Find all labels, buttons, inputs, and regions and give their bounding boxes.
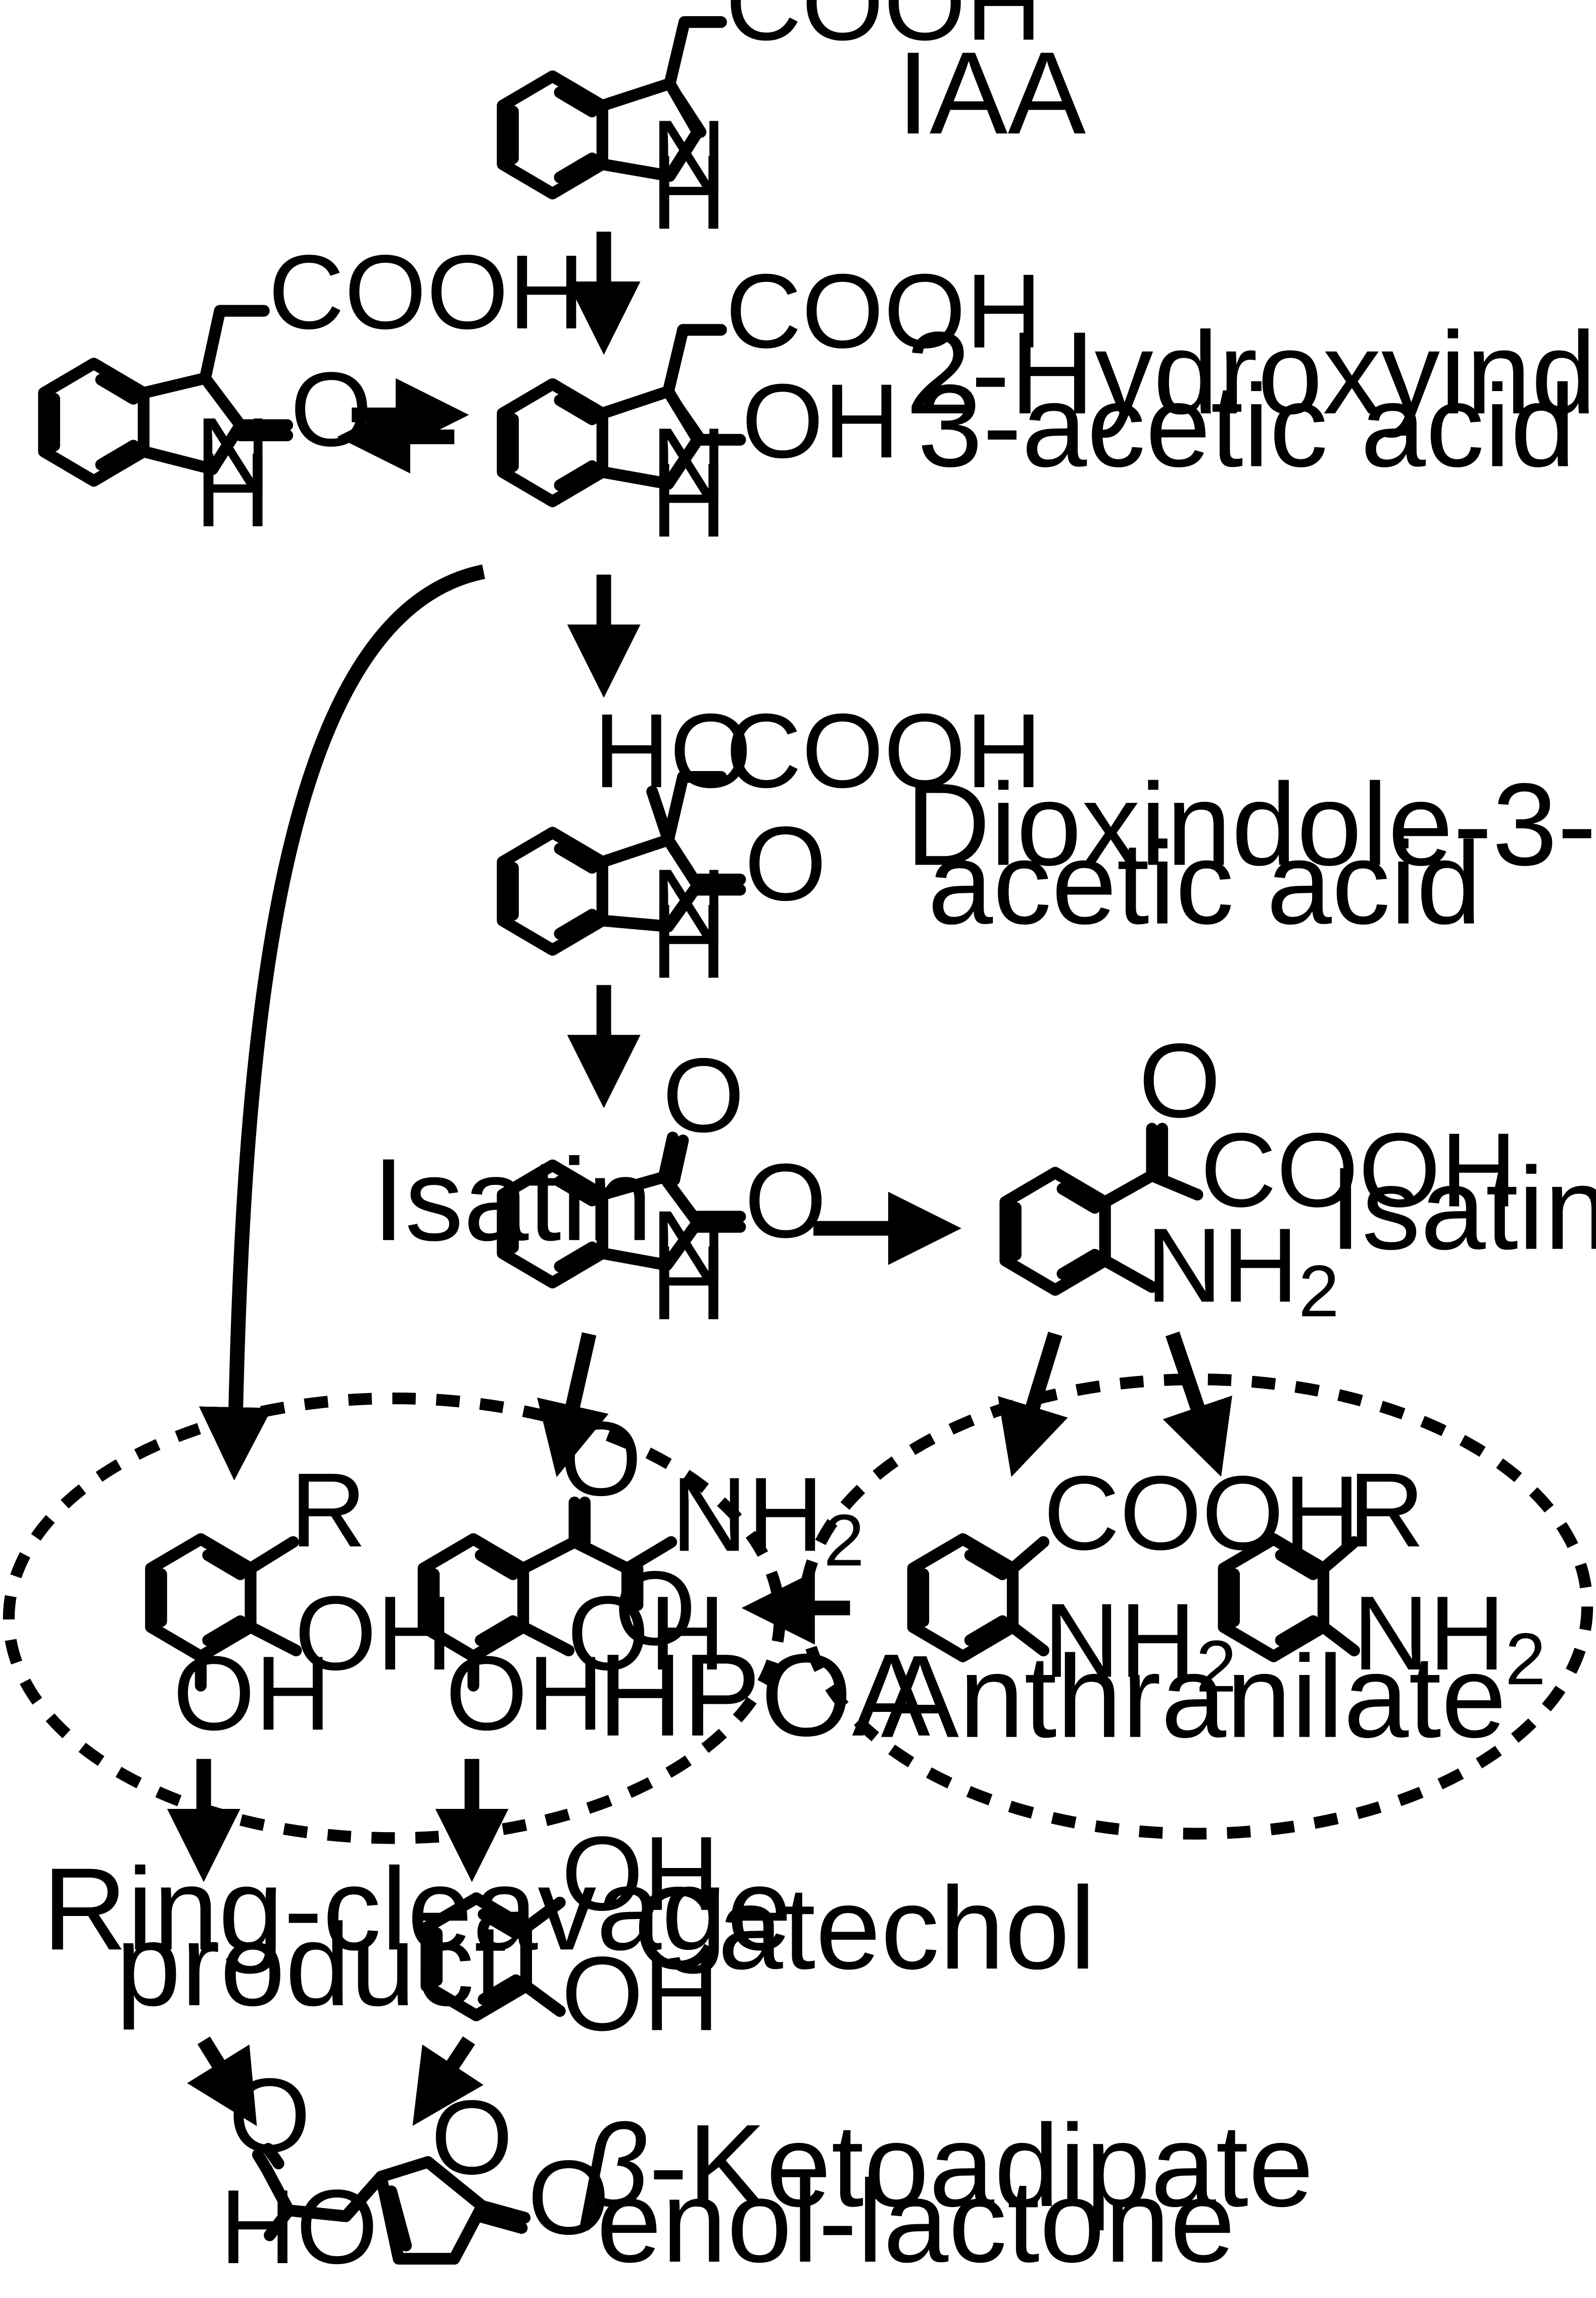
catechol-r-oh2: OH bbox=[173, 1635, 331, 1752]
isatin-o-right: O bbox=[745, 1142, 827, 1260]
arrow-isatinic-to-aniline bbox=[1163, 1331, 1232, 1477]
dioxindole-h: H bbox=[651, 883, 727, 1000]
anthranilate-nh2: NH2 bbox=[1043, 1582, 1236, 1707]
catechol-r-structure: R OH OH bbox=[145, 1452, 453, 1752]
arrow-catechol-to-ketoadipate bbox=[412, 2036, 483, 2126]
hpoa-nh2: NH2 bbox=[671, 1456, 864, 1581]
isatin-h: H bbox=[651, 1224, 727, 1342]
hydroxyindole-n: N bbox=[651, 406, 727, 524]
ketoadipate-label-line1: β-Ketoadipate bbox=[579, 2100, 1314, 2231]
aniline-r-structure: R NH2 bbox=[1218, 1452, 1546, 1700]
dioxindole-o: O bbox=[745, 805, 827, 923]
ketoadipate-o3: O bbox=[527, 2139, 609, 2257]
catechol-label: Catechol bbox=[633, 1863, 1096, 1994]
anthranilate-cooh: COOH bbox=[1043, 1454, 1360, 1572]
oxindole-n: N bbox=[195, 396, 271, 514]
ketoadipate-structure: O HO O O bbox=[220, 2057, 610, 2286]
isatinic-acid-nh: NH2 bbox=[1146, 1207, 1339, 1332]
dioxindole-n: N bbox=[651, 847, 727, 965]
hydroxyindole-cooh: COOH bbox=[726, 253, 1042, 370]
dioxindole-label-line1: Dioxindole-3- bbox=[906, 759, 1596, 890]
ketoadipate-o1: O bbox=[229, 2057, 311, 2175]
isatin-o-top: O bbox=[662, 1037, 744, 1155]
hpoa-oh2: OH bbox=[446, 1635, 604, 1752]
isatin-n: N bbox=[651, 1189, 727, 1307]
hydroxyindole-structure: COOH OH N H bbox=[497, 253, 1042, 559]
arrow-isatin-to-hpoa bbox=[537, 1332, 609, 1477]
dioxindole-structure: HO COOH O N H bbox=[497, 692, 1042, 1000]
dioxindole-label-line2: acetic acid bbox=[928, 818, 1481, 949]
iaa-cooh: COOH bbox=[726, 0, 1042, 62]
isatinic-acid-cooh: COOH bbox=[1200, 1112, 1517, 1229]
anthranilate-label: Anthranilate bbox=[881, 1632, 1506, 1762]
isatin-structure: O O N H bbox=[497, 1037, 827, 1342]
ketoadipate-label-line2: enol-lactone bbox=[597, 2156, 1235, 2287]
iaa-structure: COOH N H bbox=[497, 0, 1042, 252]
catechol-structure: OH OH bbox=[420, 1815, 719, 2053]
oxindole-h: H bbox=[195, 432, 271, 549]
iaa-h: H bbox=[651, 134, 727, 252]
dioxindole-cooh: COOH bbox=[726, 692, 1042, 810]
iaa-label: IAA bbox=[897, 28, 1086, 159]
oxindole-structure: COOH O N H bbox=[38, 233, 585, 549]
isatinic-acid-label: Isatinic acid bbox=[1329, 1143, 1596, 1274]
hydroxyindole-label-line2: 3-acetic acid bbox=[917, 361, 1576, 492]
catechol-oh1: OH bbox=[561, 1815, 719, 1933]
ring-cleavage-label-line1: Ring-cleavage bbox=[42, 1844, 792, 1975]
aniline-r-r: R bbox=[1348, 1452, 1425, 1569]
arrow-ring-cleavage-to-ketoadipate bbox=[187, 2036, 257, 2126]
hydroxyindole-h: H bbox=[651, 442, 727, 559]
isatinic-acid-o: O bbox=[1139, 1022, 1221, 1140]
catechol-oh2: OH bbox=[561, 1935, 719, 2053]
aniline-r-nh2: NH2 bbox=[1352, 1574, 1545, 1700]
dioxindole-ho: HO bbox=[594, 692, 752, 810]
catechol-r-r: R bbox=[290, 1452, 366, 1569]
isatin-label: Isatin bbox=[372, 1134, 653, 1265]
hydroxyindole-oh: OH bbox=[742, 362, 900, 480]
hydroxyindole-label-line1: 2-Hydroxyindole- bbox=[906, 308, 1596, 439]
arrow-hydroxyindole-to-catechol-r bbox=[199, 564, 486, 1480]
hpoa-structure: O O NH2 OH OH bbox=[417, 1400, 864, 1752]
oxindole-cooh: COOH bbox=[268, 233, 585, 351]
ketoadipate-o2: O bbox=[431, 2079, 513, 2196]
isatinic-acid-structure: O COOH NH2 bbox=[999, 1022, 1517, 1332]
iaa-n: N bbox=[651, 99, 727, 216]
hpoa-o2: O bbox=[614, 1550, 696, 1667]
hpoa-label: HPOA bbox=[598, 1630, 931, 1761]
hpoa-o1: O bbox=[560, 1400, 642, 1518]
hpoa-oh1: OH bbox=[567, 1574, 726, 1692]
ketoadipate-ho: HO bbox=[220, 2168, 378, 2286]
